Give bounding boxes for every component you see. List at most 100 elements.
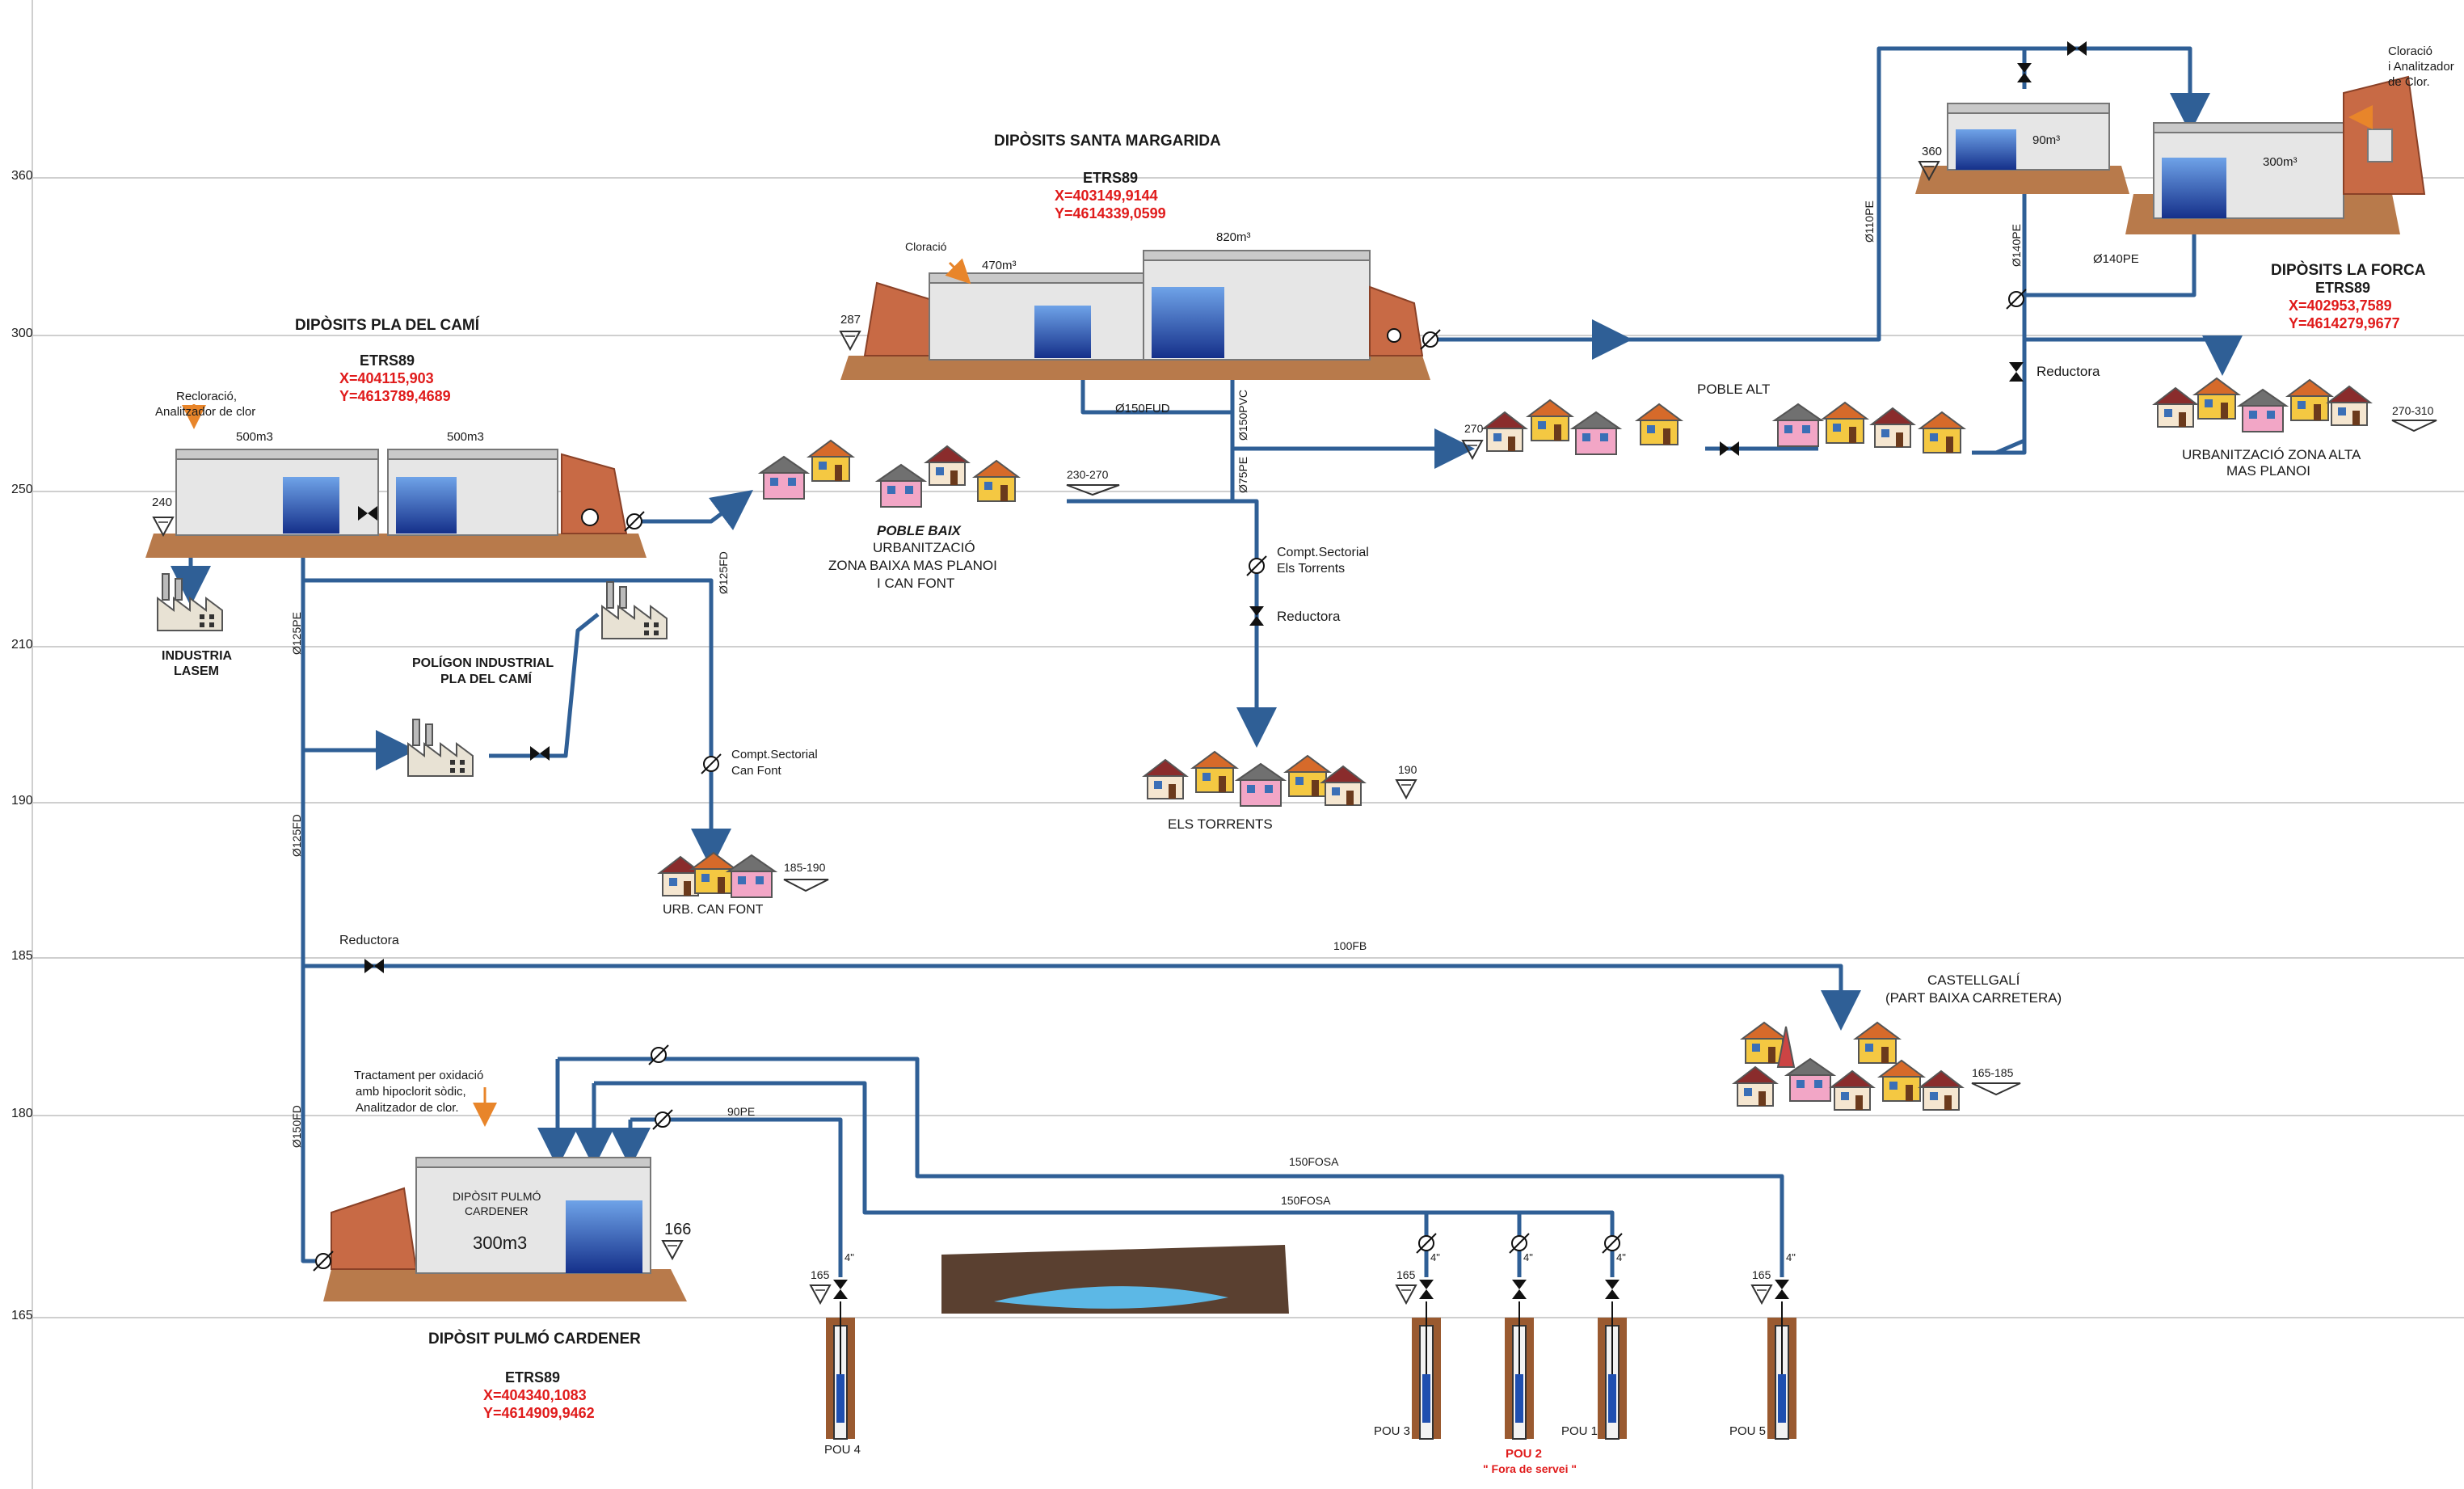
pla-del-cami-level: 240: [152, 496, 172, 509]
axis-label: 190: [11, 794, 33, 808]
can-font-level: 185-190: [784, 861, 826, 874]
la-forca-reductora: Reductora: [2036, 364, 2100, 379]
la-forca-y: Y=4614279,9677: [2289, 315, 2400, 331]
santa-margarida-x: X=403149,9144: [1055, 188, 1158, 204]
pipe-label: Ø140PE: [2093, 252, 2139, 266]
pipe-label: 90PE: [727, 1105, 755, 1118]
la-forca-note1: Cloració: [2388, 44, 2432, 58]
axis-label: 300: [11, 327, 33, 340]
torrents-reductora: Reductora: [1277, 609, 1341, 624]
axis-label: 180: [11, 1107, 33, 1120]
pla-del-cami-note2: Analitzador de clor: [155, 405, 255, 419]
cloracio-label: Cloració: [905, 240, 947, 253]
torrents-houses: [1144, 751, 1365, 807]
pou2-label: POU 2: [1506, 1447, 1542, 1461]
poble-baix-level: 230-270: [1067, 468, 1109, 481]
pulmo-volume: 300m3: [473, 1233, 527, 1253]
pipe-label: Ø110PE: [1863, 200, 1876, 243]
pipe-label: Ø150PVC: [1236, 390, 1249, 441]
lasem-label2: LASEM: [174, 664, 219, 678]
santa-margarida-etrs: ETRS89: [1083, 170, 1138, 186]
la-forca-tank2: 300m³: [2263, 155, 2298, 169]
pla-del-cami-tank2: 500m3: [447, 430, 484, 444]
reductora-label: Reductora: [339, 934, 399, 947]
poligon-label1: POLÍGON INDUSTRIAL: [412, 655, 554, 670]
zona-alta-l2: MAS PLANOI: [2226, 463, 2310, 479]
pou5-label: POU 5: [1729, 1424, 1766, 1438]
poble-baix-l1: URBANITZACIÓ: [873, 540, 975, 555]
zona-alta-level: 270-310: [2392, 404, 2434, 417]
pou4-label: POU 4: [824, 1443, 861, 1457]
pipe-label: 150FOSA: [1281, 1194, 1331, 1207]
castellgali-l2: (PART BAIXA CARRETERA): [1885, 990, 2062, 1006]
well-size: 4": [1786, 1251, 1796, 1263]
well-size: 4": [844, 1251, 854, 1263]
axis-label: 210: [11, 638, 33, 652]
castellgali-houses: [1733, 1022, 1963, 1111]
well-size: 4": [1523, 1251, 1533, 1263]
poble-alt-level: 270: [1464, 422, 1484, 435]
river-image: [941, 1245, 1289, 1314]
santa-margarida-level: 287: [840, 313, 861, 327]
poble-baix-l2: ZONA BAIXA MAS PLANOI: [828, 558, 997, 573]
well-level: 165: [1396, 1268, 1416, 1281]
lasem-label1: INDUSTRIA: [162, 649, 233, 663]
pla-del-cami-tanks: [145, 404, 647, 558]
zona-alta-l1: URBANITZACIÓ ZONA ALTA: [2182, 447, 2361, 462]
santa-margarida-title: DIPÒSITS SANTA MARGARIDA: [994, 132, 1221, 150]
pulmo-etrs: ETRS89: [505, 1369, 560, 1386]
la-forca-tanks: [1915, 41, 2426, 382]
pipe-label: Ø125PE: [290, 612, 303, 655]
axis-label: 250: [11, 483, 33, 496]
la-forca-tank1: 90m³: [2032, 133, 2060, 147]
torrents-title: ELS TORRENTS: [1168, 816, 1273, 832]
santa-margarida-tanks: [840, 250, 1441, 380]
poble-baix-l3: I CAN FONT: [877, 576, 954, 591]
pulmo-tank-label2: CARDENER: [465, 1204, 529, 1217]
la-forca-etrs: ETRS89: [2315, 280, 2370, 296]
pla-del-cami-note1: Recloració,: [176, 390, 237, 403]
pla-del-cami-etrs: ETRS89: [360, 352, 415, 369]
pulmo-cardener-tank: [313, 1044, 687, 1301]
torrents-level: 190: [1398, 763, 1417, 776]
torrents-meter2: Els Torrents: [1277, 562, 1345, 576]
pipe-label: Ø75PE: [1236, 457, 1249, 493]
torrents-meter1: Compt.Sectorial: [1277, 546, 1369, 559]
pla-del-cami-title: DIPÒSITS PLA DEL CAMÍ: [295, 316, 480, 334]
valve-icon: [530, 746, 550, 761]
meter-icon: [701, 753, 722, 774]
la-forca-level: 360: [1922, 145, 1942, 158]
pla-del-cami-x: X=404115,903: [339, 370, 434, 386]
santa-margarida-tank2: 820m³: [1216, 230, 1251, 244]
can-font-meter1: Compt.Sectorial: [731, 748, 818, 761]
poligon-label2: PLA DEL CAMÍ: [440, 671, 532, 686]
well-size: 4": [1430, 1251, 1440, 1263]
factory-icon: [407, 719, 474, 777]
pulmo-y: Y=4614909,9462: [483, 1405, 595, 1421]
meter-icon: [1246, 555, 1267, 576]
factory-icon: [601, 581, 668, 639]
pipe-label: Ø125FD: [717, 551, 730, 594]
axis-label: 185: [11, 949, 33, 963]
pou1-label: POU 1: [1561, 1424, 1598, 1438]
santa-margarida-tank1: 470m³: [982, 259, 1017, 272]
valve-icon: [1720, 441, 1739, 456]
can-font-meter2: Can Font: [731, 764, 782, 778]
pulmo-note2: amb hipoclorit sòdic,: [356, 1085, 466, 1099]
zona-alta-houses: [2154, 378, 2371, 432]
pulmo-tank-label1: DIPÒSIT PULMÓ: [453, 1190, 541, 1203]
pipe-label: Ø140PE: [2010, 224, 2023, 267]
santa-margarida-y: Y=4614339,0599: [1055, 205, 1166, 221]
pipe-label: 100FB: [1333, 939, 1367, 952]
pipe-label: Ø150FD: [290, 1105, 303, 1148]
can-font-houses: [659, 852, 776, 898]
pulmo-level: 166: [664, 1221, 691, 1238]
poble-baix-houses: [760, 440, 1019, 508]
well-level: 165: [811, 1268, 830, 1281]
la-forca-note3: de Clor.: [2388, 75, 2430, 89]
castellgali-level: 165-185: [1972, 1066, 2014, 1079]
pou3-label: POU 3: [1374, 1424, 1410, 1438]
pipe-label: Ø150FUD: [1115, 402, 1170, 415]
